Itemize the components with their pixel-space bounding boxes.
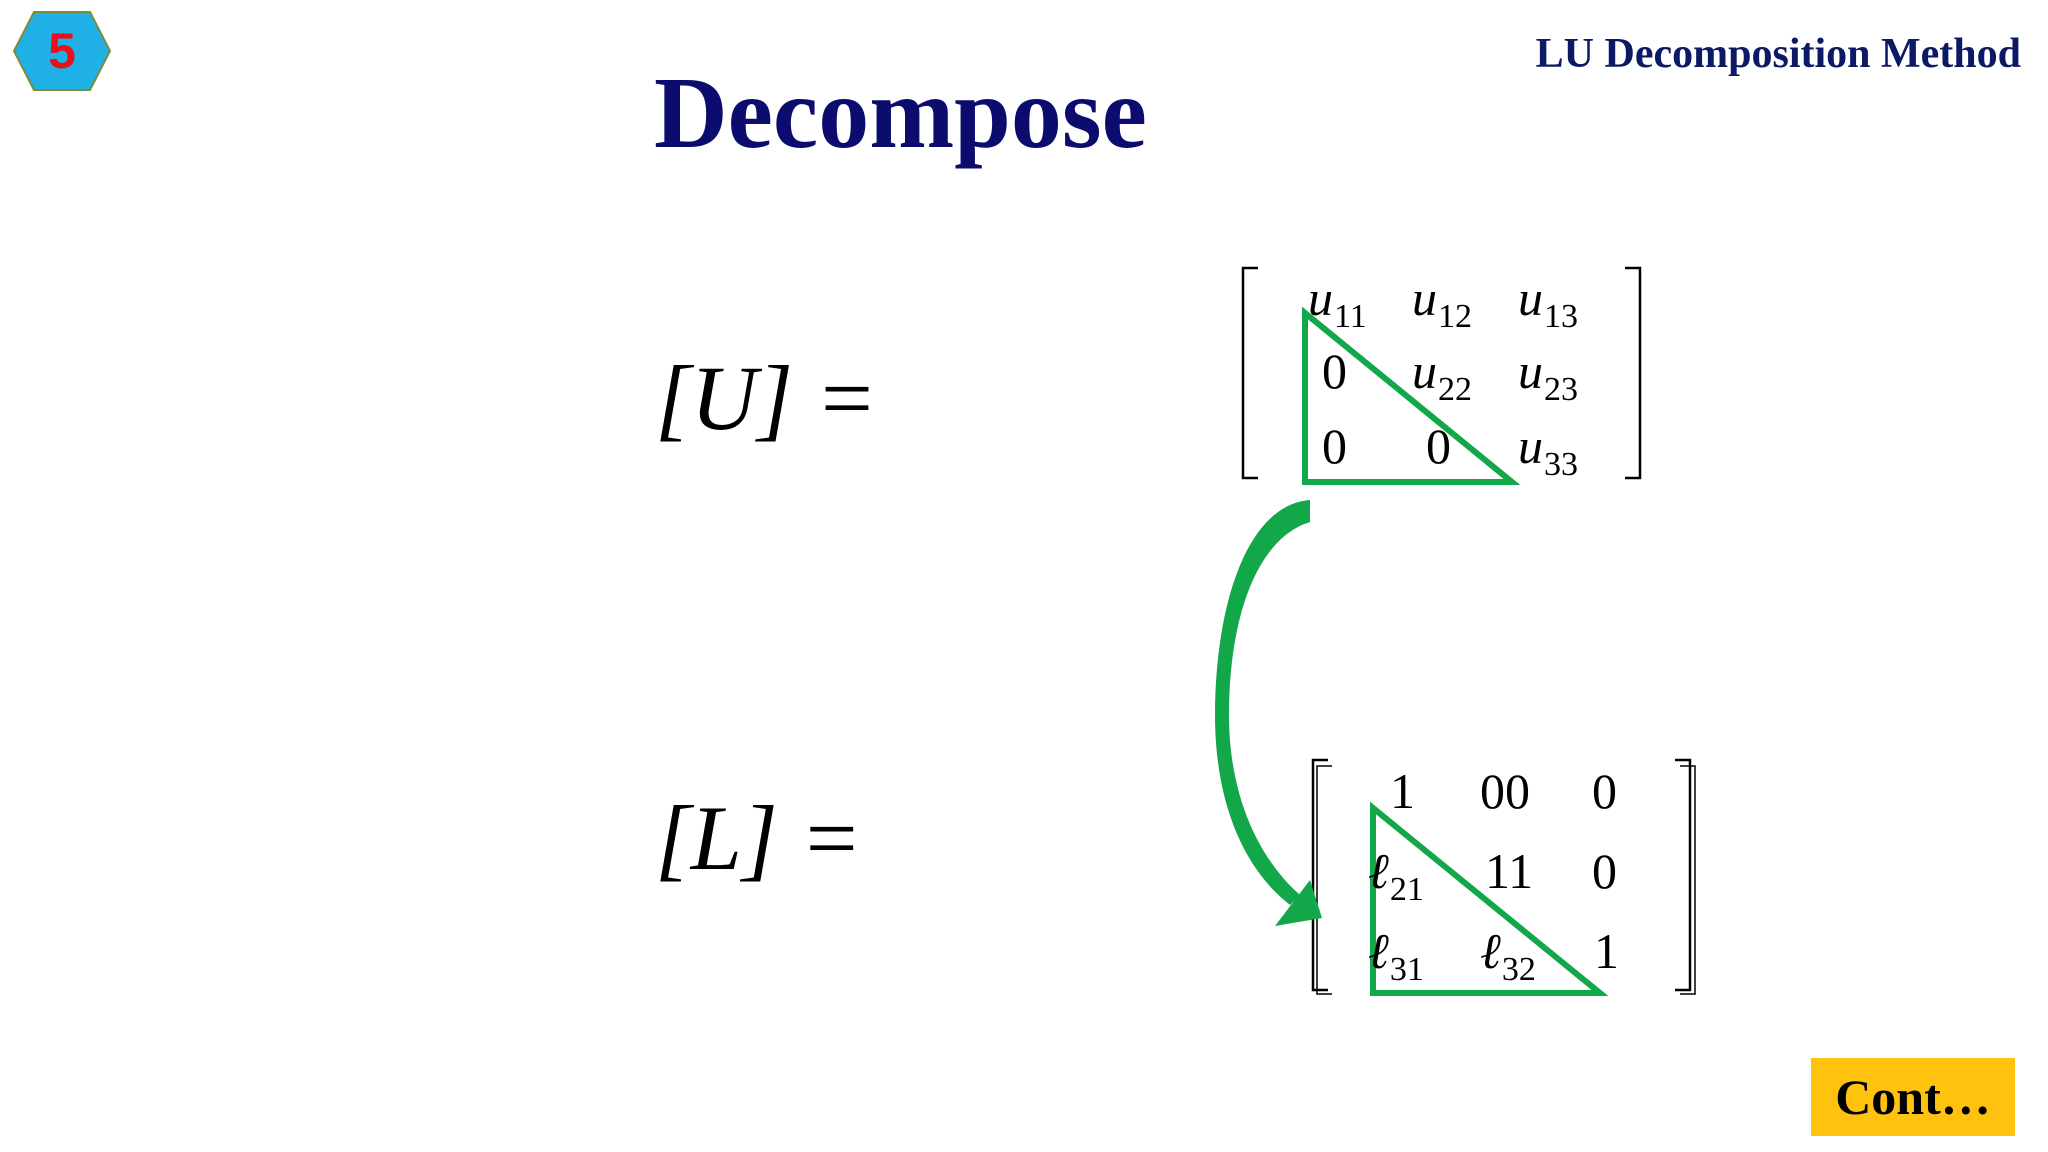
lower-cell-r1c2: 00 bbox=[1480, 766, 1530, 816]
cell-subscript: 11 bbox=[1334, 298, 1367, 335]
lower-matrix-name: [L] bbox=[655, 787, 778, 889]
lower-multiplier-triangle bbox=[1370, 801, 1609, 996]
upper-cell-r3c2: 0 bbox=[1426, 421, 1451, 471]
lower-cell-r1c1: 1 bbox=[1390, 766, 1415, 816]
cell-base: ℓ bbox=[1368, 843, 1389, 899]
cell-subscript: 23 bbox=[1544, 371, 1578, 408]
upper-cell-r3c3: u33 bbox=[1518, 418, 1578, 482]
lower-equals-sign: = bbox=[805, 787, 858, 889]
cell-base: u bbox=[1412, 343, 1437, 399]
upper-cell-r1c3: u13 bbox=[1518, 270, 1578, 334]
slide-number: 5 bbox=[48, 23, 76, 79]
lower-left-bracket-shadow bbox=[1316, 765, 1332, 995]
cell-base: ℓ bbox=[1368, 923, 1389, 979]
lower-cell-r3c2: ℓ32 bbox=[1480, 923, 1536, 987]
cell-base: ℓ bbox=[1480, 923, 1501, 979]
cell-base: 0 bbox=[1322, 343, 1347, 399]
upper-matrix-name: [U] bbox=[655, 347, 794, 449]
cell-base: 1 bbox=[1594, 923, 1619, 979]
upper-equals-sign: = bbox=[821, 347, 873, 449]
cell-base: u bbox=[1518, 270, 1543, 326]
upper-zero-triangle bbox=[1302, 306, 1521, 485]
curved-arrow-icon bbox=[1215, 500, 1322, 926]
cell-base: 0 bbox=[1592, 843, 1617, 899]
cell-subscript: 22 bbox=[1438, 371, 1472, 408]
cell-base: u bbox=[1518, 343, 1543, 399]
continue-button[interactable]: Cont… bbox=[1811, 1058, 2015, 1136]
cell-base: 0 bbox=[1322, 418, 1347, 474]
upper-cell-r1c1: u11 bbox=[1308, 270, 1367, 334]
upper-right-bracket bbox=[1625, 266, 1642, 480]
lower-cell-r3c3: 1 bbox=[1594, 926, 1619, 976]
cell-base: u bbox=[1412, 270, 1437, 326]
cell-subscript: 33 bbox=[1544, 446, 1578, 483]
cell-subscript: 21 bbox=[1389, 871, 1424, 908]
page-title: Decompose bbox=[654, 57, 1147, 170]
upper-left-bracket bbox=[1241, 266, 1258, 480]
cell-subscript: 32 bbox=[1501, 951, 1536, 988]
lower-matrix-label: [L] = bbox=[655, 785, 858, 891]
lower-right-bracket-shadow bbox=[1680, 765, 1696, 995]
upper-cell-r2c3: u23 bbox=[1518, 343, 1578, 407]
cell-base: u bbox=[1518, 418, 1543, 474]
upper-cell-r1c2: u12 bbox=[1412, 270, 1472, 334]
cell-subscript: 13 bbox=[1544, 298, 1578, 335]
hexagon-badge-icon bbox=[12, 11, 112, 91]
lower-right-bracket bbox=[1675, 758, 1692, 992]
cell-base: 0 bbox=[1426, 418, 1451, 474]
cell-subscript: 31 bbox=[1389, 951, 1424, 988]
header-title: LU Decomposition Method bbox=[1535, 31, 2021, 77]
upper-cell-r2c1: 0 bbox=[1322, 346, 1347, 396]
cell-subscript: 12 bbox=[1438, 298, 1472, 335]
cell-base: u bbox=[1308, 270, 1333, 326]
upper-cell-r2c2: u22 bbox=[1412, 343, 1472, 407]
cell-base: 0 bbox=[1592, 763, 1617, 819]
lower-cell-r2c3: 0 bbox=[1592, 846, 1617, 896]
cell-base: 00 bbox=[1480, 763, 1530, 819]
cell-base: 1 bbox=[1390, 763, 1415, 819]
lower-cell-r1c3: 0 bbox=[1592, 766, 1617, 816]
lower-cell-r2c2: 11 bbox=[1485, 846, 1533, 896]
lower-left-bracket bbox=[1311, 758, 1328, 992]
upper-cell-r3c1: 0 bbox=[1322, 421, 1347, 471]
lower-cell-r3c1: ℓ31 bbox=[1368, 923, 1424, 987]
cell-base: 11 bbox=[1485, 843, 1534, 899]
upper-matrix-label: [U] = bbox=[655, 345, 873, 451]
lower-cell-r2c1: ℓ21 bbox=[1368, 843, 1424, 907]
slide-number-badge: 5 bbox=[12, 10, 112, 92]
